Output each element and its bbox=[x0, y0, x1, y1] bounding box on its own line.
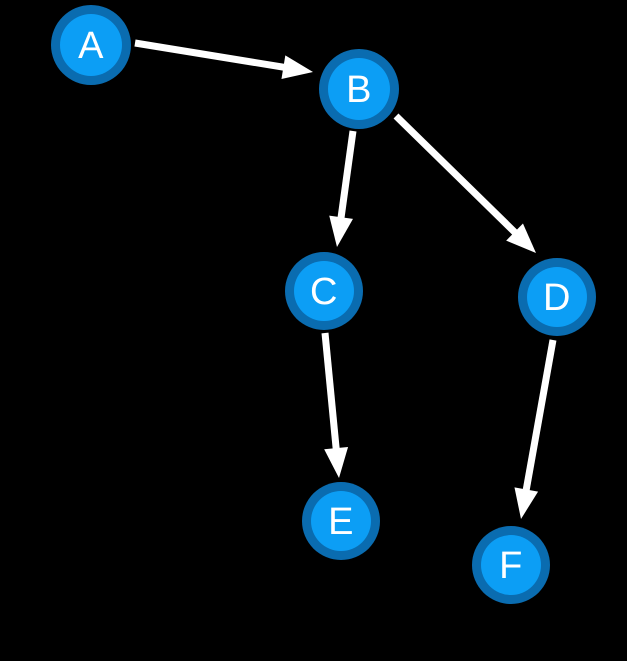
edges-layer bbox=[134, 39, 557, 519]
node-label-a: A bbox=[78, 25, 104, 67]
graph-edge-b-d bbox=[393, 113, 536, 253]
edge-arrowhead-icon bbox=[281, 55, 313, 80]
node-core bbox=[328, 58, 390, 120]
graph-edge-a-b bbox=[134, 39, 313, 80]
node-core bbox=[294, 261, 354, 321]
edge-arrowhead-icon bbox=[506, 223, 536, 253]
node-core bbox=[60, 14, 122, 76]
graph-node-d[interactable]: D bbox=[518, 258, 596, 336]
edge-arrowhead-icon bbox=[329, 215, 353, 247]
node-label-c: C bbox=[310, 271, 338, 313]
edge-shaft bbox=[522, 339, 557, 495]
edge-arrowhead-icon bbox=[324, 446, 349, 478]
graph-edge-d-f bbox=[514, 339, 557, 519]
edge-shaft bbox=[134, 39, 288, 72]
node-label-e: E bbox=[328, 501, 354, 543]
node-core bbox=[527, 267, 587, 327]
node-label-b: B bbox=[346, 69, 372, 111]
node-label-d: D bbox=[543, 277, 571, 319]
nodes-layer: A B C D E F bbox=[51, 5, 596, 604]
graph-node-b[interactable]: B bbox=[319, 49, 399, 129]
node-label-f: F bbox=[499, 545, 523, 587]
edge-shaft bbox=[321, 332, 340, 453]
graph-edge-c-e bbox=[321, 332, 349, 478]
graph-node-c[interactable]: C bbox=[285, 252, 363, 330]
node-core bbox=[311, 491, 371, 551]
graph-edge-b-c bbox=[329, 130, 357, 247]
graph-node-e[interactable]: E bbox=[302, 482, 380, 560]
edge-shaft bbox=[393, 113, 520, 238]
edge-shaft bbox=[337, 130, 357, 222]
node-core bbox=[481, 535, 541, 595]
graph-node-a[interactable]: A bbox=[51, 5, 131, 85]
edge-arrowhead-icon bbox=[514, 487, 539, 519]
graph-node-f[interactable]: F bbox=[472, 526, 550, 604]
